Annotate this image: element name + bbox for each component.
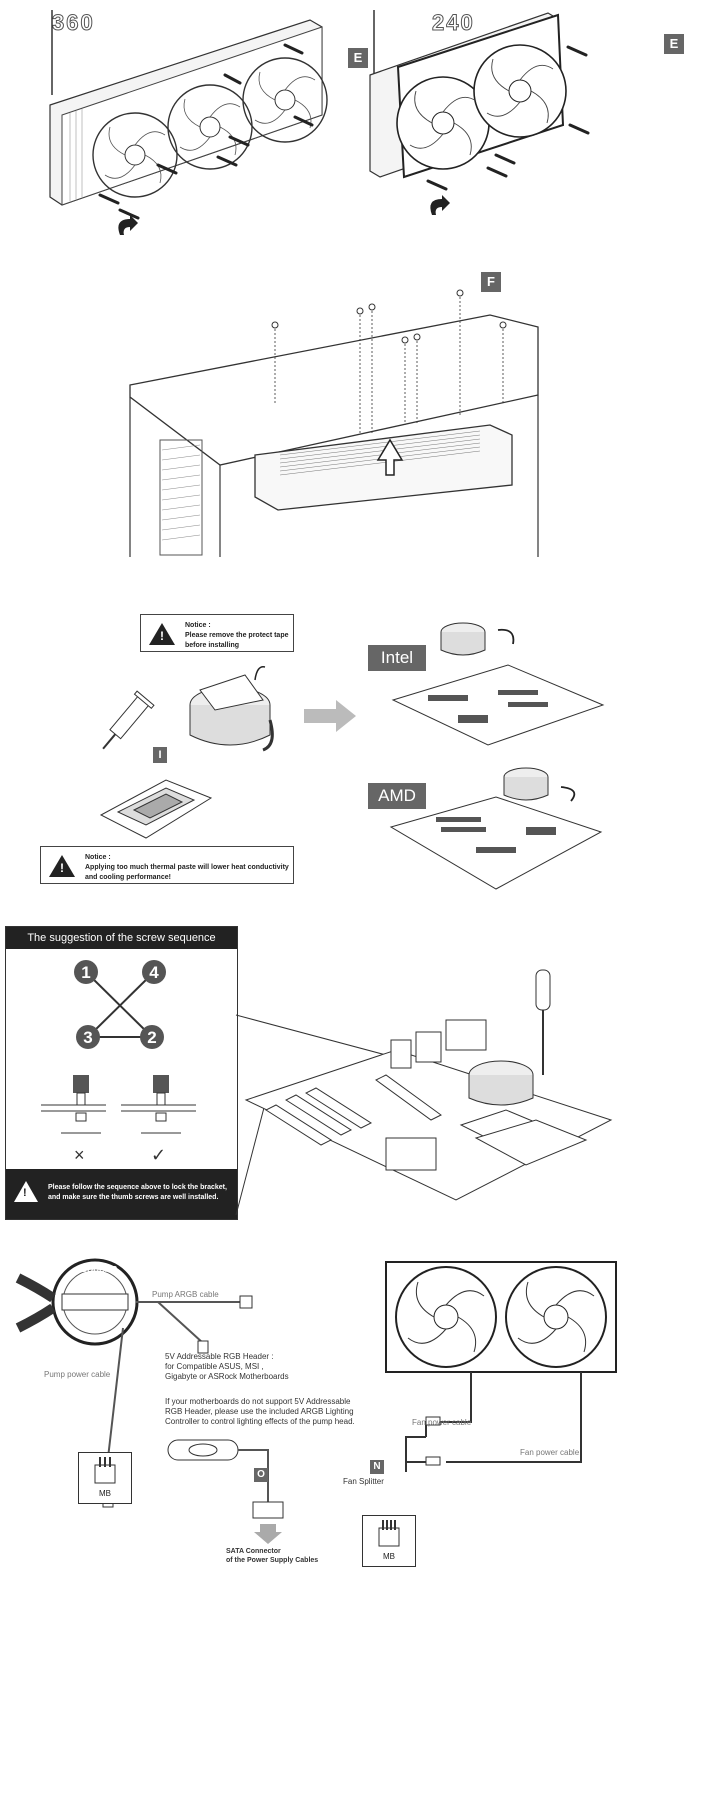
sata-line1: SATA Connector — [226, 1548, 281, 1555]
argb-header-note: 5V Addressable RGB Header : for Compatib… — [165, 1352, 289, 1382]
warning-icon — [149, 623, 175, 645]
fan-power-cable-label-2: Fan power cable — [520, 1448, 580, 1457]
mb-left-label: MB — [99, 1489, 111, 1498]
header-pins-icon — [378, 1520, 400, 1547]
tag-f: F — [481, 272, 501, 292]
mb-right-label: MB — [383, 1552, 395, 1561]
tag-e-left: E — [348, 48, 368, 68]
footer-line1: Please follow the sequence above to lock… — [48, 1184, 227, 1191]
arrow-right-icon — [304, 700, 356, 732]
title-240: 240 — [432, 10, 475, 36]
pump-argb-cable-label: Pump ARGB cable — [152, 1290, 219, 1299]
notice-line1: Applying too much thermal paste will low… — [85, 864, 289, 871]
amd-label: AMD — [368, 783, 426, 809]
pump-cable-illustration — [15, 1258, 253, 1508]
tag-e-right: E — [664, 34, 684, 54]
case-top-mount-illustration — [129, 289, 539, 557]
screwdriver-install-illustration — [235, 969, 613, 1216]
radiator-360-illustration — [49, 10, 328, 235]
seq-num-4: 4 — [149, 963, 159, 982]
screw-footer: ! Please follow the sequence above to lo… — [6, 1169, 237, 1219]
notice-line1: Please remove the protect tape — [185, 632, 289, 639]
fan-splitter-label: Fan Splitter — [343, 1477, 384, 1486]
notice-protect-tape: ! Notice : Please remove the protect tap… — [140, 614, 294, 652]
notice-heading: Notice : — [185, 622, 211, 629]
controller-note: If your motherboards do not support 5V A… — [165, 1397, 355, 1427]
argb-header-line3: Gigabyte or ASRock Motherboards — [165, 1372, 289, 1381]
mb-right-box: MB — [362, 1515, 416, 1567]
svg-text:✓: ✓ — [151, 1145, 166, 1166]
argb-controller-illustration — [167, 1439, 284, 1544]
sata-line2: of the Power Supply Cables — [226, 1557, 319, 1564]
notice-heading: Notice : — [85, 854, 111, 861]
notice-thermal-paste: ! Notice : Applying too much thermal pas… — [40, 846, 294, 884]
intel-motherboard-illustration — [391, 622, 605, 746]
pump-tape-illustration — [189, 666, 274, 752]
controller-line2: RGB Header, please use the included ARGB… — [165, 1407, 354, 1416]
svg-text:×: × — [74, 1145, 85, 1165]
cougar-logo: COUGAR — [81, 1265, 117, 1274]
screw-cross-diagram — [74, 960, 166, 1049]
header-pins-icon — [94, 1457, 116, 1484]
screw-sequence-panel: The suggestion of the screw sequence 1 4… — [5, 926, 238, 1220]
tag-n: N — [370, 1460, 384, 1474]
screw-sequence-header: The suggestion of the screw sequence — [6, 927, 237, 949]
amd-motherboard-illustration — [389, 767, 603, 890]
argb-header-line2: for Compatible ASUS, MSI , — [165, 1362, 264, 1371]
notice-line2: and cooling performance! — [85, 874, 171, 881]
warning-icon — [14, 1181, 38, 1202]
controller-line1: If your motherboards do not support 5V A… — [165, 1397, 351, 1406]
argb-header-line1: 5V Addressable RGB Header : — [165, 1352, 274, 1361]
tag-o: O — [254, 1468, 268, 1482]
controller-line3: Controller to control lighting effects o… — [165, 1417, 355, 1426]
seq-num-3: 3 — [83, 1028, 93, 1047]
fan-power-cable-label-1: Fan power cable — [412, 1418, 472, 1427]
thumb-screw-comparison: × ✓ — [41, 1075, 196, 1166]
pump-power-cable-label: Pump power cable — [44, 1370, 111, 1379]
mb-left-box: MB — [78, 1452, 132, 1504]
tag-i: I — [153, 747, 167, 763]
seq-num-1: 1 — [81, 963, 91, 982]
thermal-paste-syringe-icon — [102, 690, 155, 750]
cpu-socket-illustration — [99, 779, 213, 839]
intel-label: Intel — [368, 645, 426, 671]
title-360: 360 — [52, 10, 95, 36]
warning-icon — [49, 855, 75, 877]
seq-num-2: 2 — [147, 1028, 157, 1047]
radiator-240-illustration — [369, 10, 590, 215]
notice-line2: before installing — [185, 642, 240, 649]
sata-connector-label: SATA Connector of the Power Supply Cable… — [226, 1547, 318, 1565]
footer-line2: and make sure the thumb screws are well … — [48, 1194, 219, 1201]
fan-radiator-illustration — [385, 1261, 617, 1472]
